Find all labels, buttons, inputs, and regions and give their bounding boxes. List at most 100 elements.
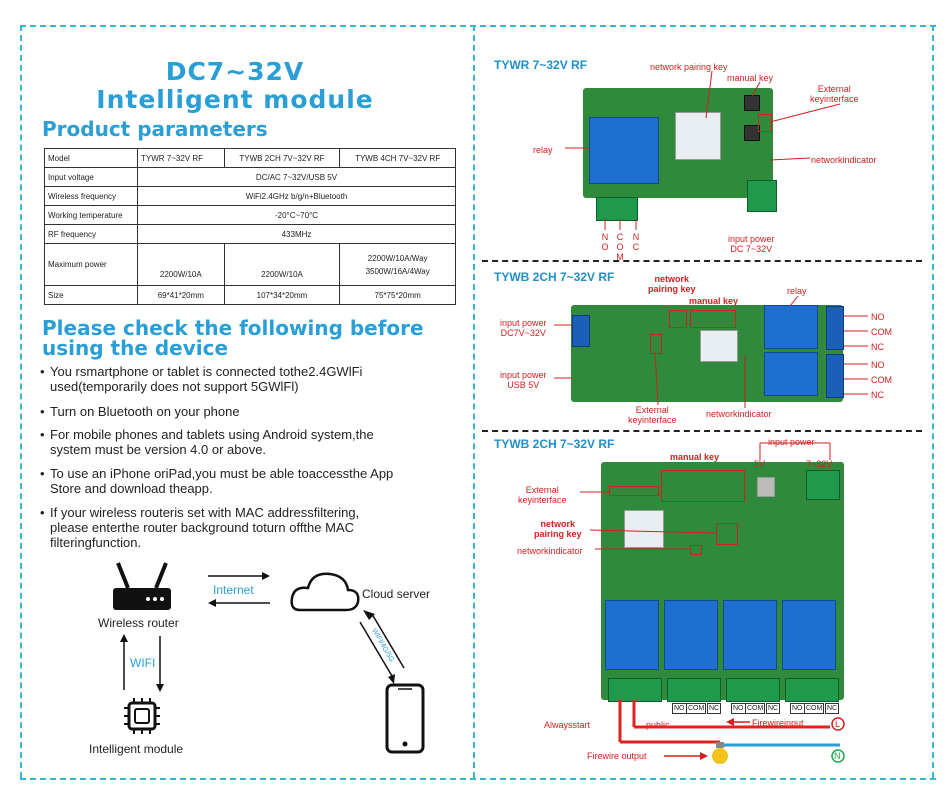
bullet-text-cont: used(temporarily does not support 5GWlFl… (50, 379, 299, 394)
label-manual-key: manual key (727, 73, 774, 83)
relay-block (764, 305, 818, 349)
label-network-pairing: network pairing key (650, 62, 728, 72)
label-network-line2: pairing key (648, 284, 696, 294)
bullet-item: •Turn on Bluetooth on your phone (40, 404, 240, 419)
contact-com: COM (745, 703, 766, 714)
section-title-tywb-2ch: TYWB 2CH 7~32V RF (494, 270, 615, 284)
connection-diagram: WIFI/4G/5G (113, 562, 425, 754)
label-N: N (834, 751, 841, 761)
bullet-item: •You rsmartphone or tablet is connected … (40, 364, 460, 394)
label-external-line2: keyinterface (518, 495, 567, 505)
frame-right (932, 25, 934, 778)
phone-link-arrows-icon (359, 610, 405, 684)
bullet-item: •For mobile phones and tablets using And… (40, 427, 460, 457)
label-usb-line1: input power (500, 370, 547, 380)
external-key-highlight (609, 486, 659, 496)
section-divider (482, 430, 922, 432)
neutral-terminal-icon (831, 749, 845, 763)
label-usb-line2: USB 5V (507, 380, 540, 390)
label-5v: 5V (754, 459, 766, 469)
manual-key-highlight (661, 470, 745, 502)
frame-bottom (20, 778, 936, 780)
indicator-highlight (690, 545, 702, 555)
arrow-firewire-in (726, 718, 750, 726)
power-terminal (806, 470, 840, 500)
label-firewire-output: Firewire output (587, 751, 647, 761)
params-table: Model TYWR 7~32V RF TYWB 2CH 7V~32V RF T… (44, 148, 456, 305)
bullet-text-cont: Store and download theapp. (50, 481, 213, 496)
section-title-tywb-4ch: TYWB 2CH 7~32V RF (494, 437, 615, 451)
table-cell: 75*75*20mm (339, 285, 456, 305)
internet-label: Internet (213, 583, 254, 597)
label-external-line1: External (525, 485, 559, 495)
relay-block (664, 600, 718, 670)
cloud-icon (290, 572, 360, 612)
wire-live (618, 700, 830, 744)
label-manual-key: manual key (689, 296, 739, 306)
check-heading-1: Please check the following before (42, 316, 424, 340)
label-input-power: input power (768, 437, 815, 447)
label-out-com-1: COM (871, 327, 892, 337)
label-external-line2: keyinterface (628, 415, 677, 425)
output-terminal (726, 678, 780, 702)
bullet-item: •To use an iPhone oriPad,you must be abl… (40, 466, 460, 496)
label-public: public (646, 720, 670, 730)
label-input-line2: DC7V~32V (500, 328, 546, 338)
label-nc-c: C (632, 242, 640, 252)
label-com-o: O (616, 242, 624, 252)
label-network-line1: network (654, 274, 690, 284)
label-relay: relay (533, 145, 553, 155)
cloud-server-label: Cloud server (362, 587, 431, 601)
bullet-text-cont: system must be version 4.0 or above. (50, 442, 267, 457)
label-network-indicator: networkindicator (706, 409, 772, 419)
frame-mid (473, 25, 475, 778)
label-out-no-2: NO (871, 360, 885, 370)
module-label: Intelligent module (89, 742, 184, 756)
chip-icon (124, 698, 160, 734)
wifi-arrows-icon (120, 634, 164, 692)
label-out-no-1: NO (871, 312, 885, 322)
contact-com: COM (804, 703, 825, 714)
frame-top (20, 25, 936, 27)
label-network-indicator: networkindicator (811, 155, 877, 165)
label-no-o: O (601, 242, 609, 252)
bullet-text: For mobile phones and tablets using Andr… (50, 427, 374, 442)
manual-key-highlight (690, 310, 736, 328)
label-relay: relay (787, 286, 807, 296)
output-terminal (596, 197, 638, 221)
power-line-2: 3500W/16A/4Way (365, 266, 430, 276)
label-manual-key: manual key (670, 452, 720, 462)
table-row: Size 69*41*20mm 107*34*20mm 75*75*20mm (44, 285, 456, 305)
bullet-text: To use an iPhone oriPad,you must be able… (50, 466, 394, 481)
table-row: Maximum power 2200W/10A 2200W/10A 2200W/… (44, 243, 456, 286)
label-network-line1: network (540, 519, 576, 529)
label-input-line2: DC 7~32V (730, 244, 773, 254)
router-label: Wireless router (98, 616, 179, 630)
contact-com: COM (686, 703, 707, 714)
relay-block (605, 600, 659, 670)
label-L: L (835, 719, 841, 729)
label-firewire-input: Firewireinput (752, 718, 804, 728)
arrow-firewire-out (664, 752, 708, 760)
label-input-line1: input power (728, 234, 775, 244)
power-terminal (747, 180, 777, 212)
pairing-key-button[interactable] (744, 125, 760, 141)
bullet-text: You rsmartphone or tablet is connected t… (50, 364, 363, 379)
label-7-32v: 7~32V (806, 459, 833, 469)
table-cell: Maximum power (44, 243, 138, 286)
label-out-com-2: COM (871, 375, 892, 385)
label-out-nc-2: NC (871, 390, 884, 400)
power-terminal (572, 315, 590, 347)
output-terminal (785, 678, 839, 702)
pairing-key-highlight (669, 310, 687, 328)
label-input-line1: input power (500, 318, 547, 328)
relay-block (782, 600, 836, 670)
